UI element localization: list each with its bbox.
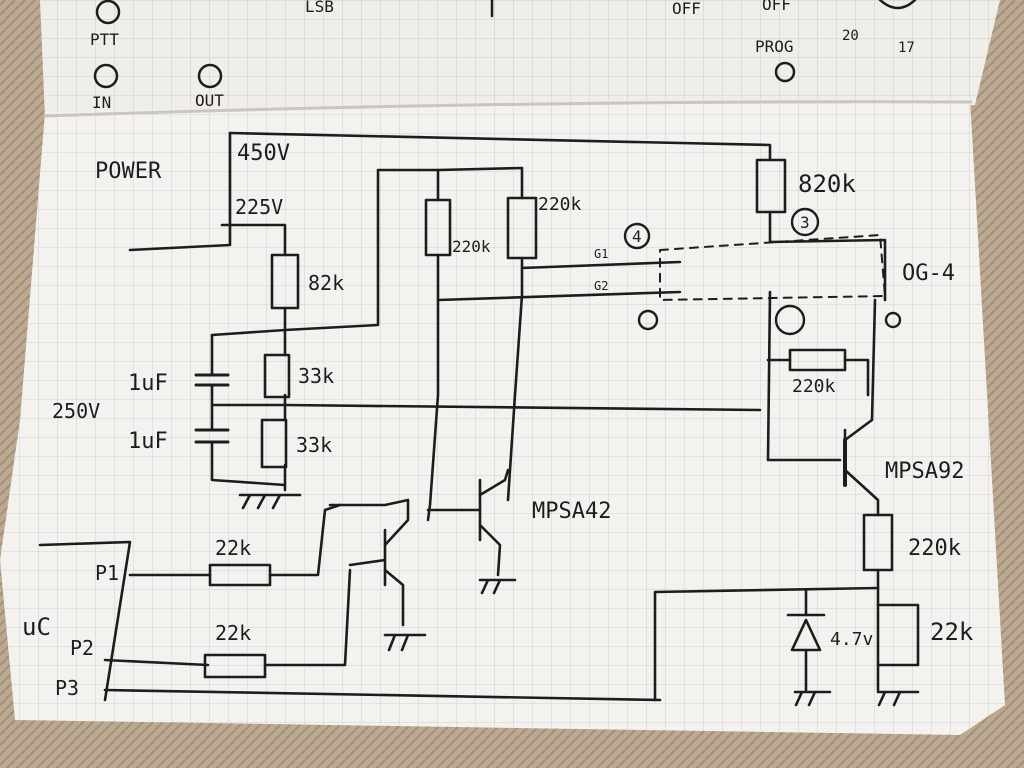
label-33k-bottom: 33k: [296, 433, 332, 457]
in-jack-icon: [93, 63, 119, 89]
power-label: POWER: [95, 159, 162, 184]
pin-markers: [623, 207, 902, 336]
main-notebook-page: [0, 98, 1005, 735]
label-220k-emitter: 220k: [908, 536, 961, 561]
label-250v: 250V: [52, 399, 100, 423]
label-820k: 820k: [798, 170, 856, 198]
resistor-220k-feedback: [788, 348, 847, 372]
label-22k-out: 22k: [930, 618, 974, 646]
label-ptt: PTT: [90, 30, 119, 49]
label-zener: 4.7v: [830, 629, 873, 650]
resistor-22k-p1: [208, 563, 272, 587]
label-out: OUT: [195, 91, 224, 110]
pin-8-circle: [774, 304, 806, 336]
label-p2: P2: [70, 636, 94, 660]
prog-button-icon: [774, 61, 796, 83]
label-lsb: LSB: [305, 0, 334, 16]
label-33k-top: 33k: [298, 364, 334, 388]
resistor-22k-p2: [203, 653, 267, 679]
label-1uf-top: 1uF: [128, 371, 168, 396]
top-page-sketch: [93, 0, 917, 89]
label-1uf-bottom: 1uF: [128, 429, 168, 454]
label-220k-left: 220k: [452, 237, 491, 256]
resistor-220k-left: [424, 198, 452, 257]
label-20: 20: [842, 28, 859, 44]
label-g2: G2: [594, 279, 608, 293]
capacitor-top: [194, 373, 230, 387]
pin-4-circle: [623, 222, 651, 250]
label-22k-p1: 22k: [215, 536, 251, 560]
schematic-wires: [38, 131, 887, 702]
label-p3: P3: [55, 676, 79, 700]
label-22k-p2: 22k: [215, 621, 251, 645]
pin-1-circle: [884, 311, 902, 329]
label-tube: OG-4: [902, 261, 955, 286]
label-pin4: 4: [632, 227, 642, 246]
zener-diode-icon: [786, 613, 826, 652]
label-p1: P1: [95, 561, 119, 585]
resistor-820k: [755, 158, 787, 214]
resistor-82k: [270, 253, 300, 310]
label-mpsa42: MPSA42: [532, 499, 611, 524]
label-pin3: 3: [800, 213, 810, 232]
label-in: IN: [92, 93, 111, 112]
ptt-jack-icon: [95, 0, 121, 25]
pin-6-circle: [637, 309, 659, 331]
label-off2: OFF: [762, 0, 791, 14]
pin-3-circle: [790, 207, 820, 237]
label-uc: uC: [22, 613, 51, 641]
capacitor-bottom: [194, 428, 230, 444]
top-notebook-page: [40, 0, 1000, 120]
label-off1: OFF: [672, 0, 701, 18]
label-g1: G1: [594, 247, 608, 261]
ground-icons: [238, 493, 920, 707]
label-220k-right: 220k: [538, 194, 582, 215]
label-450v: 450V: [237, 141, 290, 166]
label-220k-feedback: 220k: [792, 376, 836, 397]
label-mpsa92: MPSA92: [885, 459, 964, 484]
resistor-220k-right: [506, 196, 538, 260]
resistor-22k-out: [876, 603, 920, 667]
out-jack-icon: [197, 63, 223, 89]
resistor-33k-bottom: [260, 418, 288, 469]
label-225v: 225V: [235, 195, 283, 219]
resistor-220k-emitter: [862, 513, 894, 572]
resistor-33k-top: [263, 353, 291, 399]
label-17: 17: [898, 40, 915, 56]
label-prog: PROG: [755, 37, 794, 56]
label-82k: 82k: [308, 271, 344, 295]
